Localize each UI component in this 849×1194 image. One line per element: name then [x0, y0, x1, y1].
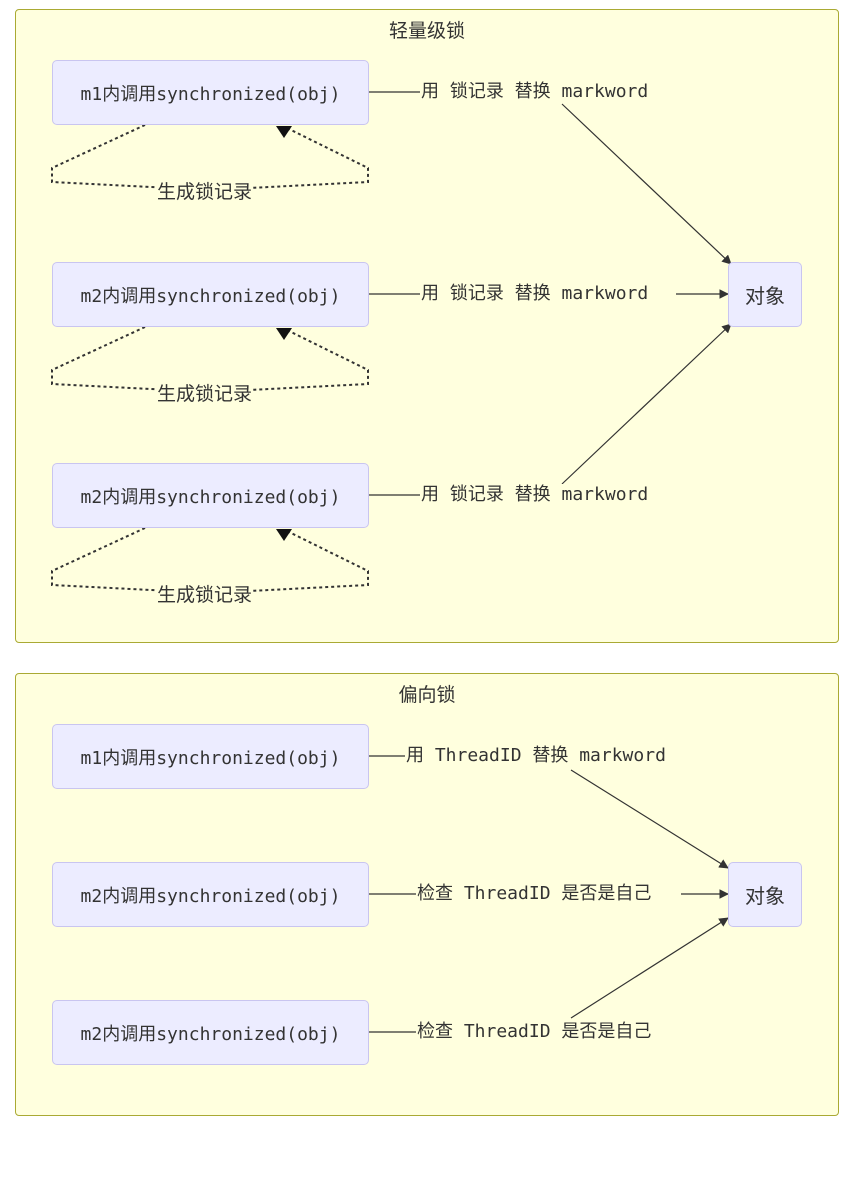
b-edge-label-3: 检查 ThreadID 是否是自己: [416, 1021, 653, 1043]
b-node-m2-a: m2内调用synchronized(obj): [52, 862, 369, 927]
lw-node-m2-a: m2内调用synchronized(obj): [52, 262, 369, 327]
self-loop-label-1: 生成锁记录: [157, 181, 253, 203]
self-loop-label-3: 生成锁记录: [157, 584, 253, 606]
lw-node-m2-b: m2内调用synchronized(obj): [52, 463, 369, 528]
b-node-m1: m1内调用synchronized(obj): [52, 724, 369, 789]
cluster-title: 轻量级锁: [388, 20, 465, 42]
lw-edge-label-1: 用 锁记录 替换 markword: [420, 81, 650, 103]
b-node-m2-b: m2内调用synchronized(obj): [52, 1000, 369, 1065]
b-edge-label-1: 用 ThreadID 替换 markword: [405, 745, 667, 767]
lw-node-m1: m1内调用synchronized(obj): [52, 60, 369, 125]
lw-edge-label-3: 用 锁记录 替换 markword: [420, 484, 650, 506]
self-loop-label-2: 生成锁记录: [157, 383, 253, 405]
b-edge-label-2: 检查 ThreadID 是否是自己: [416, 883, 653, 905]
cluster-title: 偏向锁: [398, 684, 456, 706]
b-node-object: 对象: [728, 862, 802, 927]
lw-node-object: 对象: [728, 262, 802, 327]
lw-edge-label-2: 用 锁记录 替换 markword: [420, 283, 650, 305]
